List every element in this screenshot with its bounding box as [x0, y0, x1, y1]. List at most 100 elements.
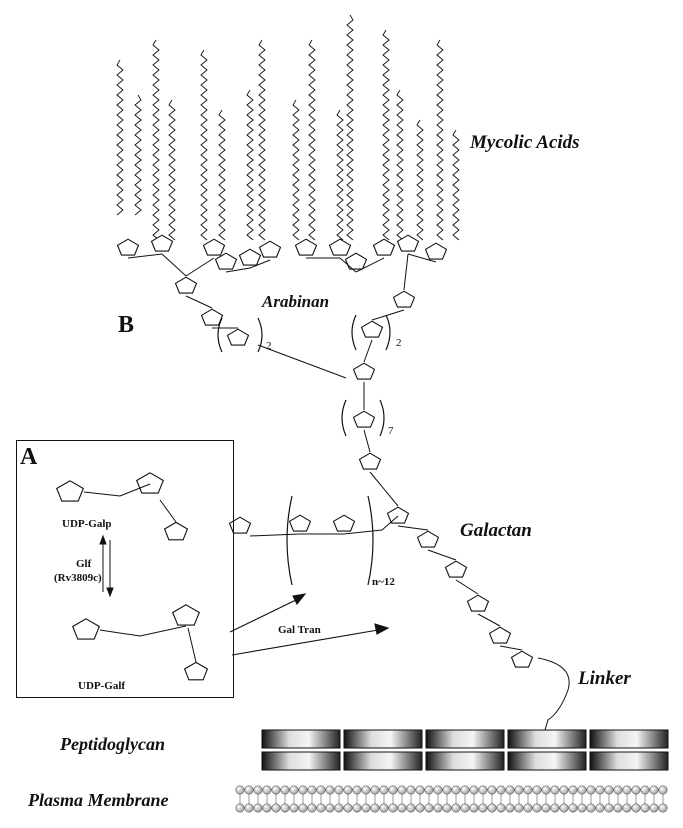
membrane-lipid-head	[298, 785, 308, 795]
rv3809c-label: (Rv3809c)	[54, 572, 102, 584]
linkage-line	[249, 533, 301, 537]
membrane-lipid-head	[523, 785, 533, 795]
furanose-ring	[172, 604, 200, 626]
membrane-lipid-head	[253, 803, 263, 813]
inset-bond	[119, 483, 151, 497]
peptidoglycan-block	[507, 751, 587, 771]
membrane-lipid-head	[334, 785, 344, 795]
furanose-ring	[488, 626, 512, 644]
membrane-lipid-head	[514, 803, 524, 813]
linkage-line	[185, 295, 213, 309]
membrane-lipid-head	[586, 785, 596, 795]
membrane-lipid-head	[388, 785, 398, 795]
peptidoglycan-block	[261, 751, 341, 771]
membrane-lipid-head	[469, 785, 479, 795]
furanose-ring	[202, 238, 226, 256]
furanose-ring	[183, 661, 209, 681]
membrane-lipid-head	[568, 785, 578, 795]
membrane-lipid-head	[271, 785, 281, 795]
membrane-lipid-head	[577, 803, 587, 813]
membrane-lipid-head	[622, 803, 632, 813]
linkage-line	[363, 429, 371, 453]
membrane-lipid-head	[631, 803, 641, 813]
peptidoglycan-block	[589, 751, 669, 771]
linkage-line	[127, 253, 163, 259]
mycolic-chain	[258, 39, 266, 241]
linkage-line	[455, 579, 479, 595]
mycolic-acid-chains	[116, 14, 460, 241]
furanose-ring	[116, 238, 140, 256]
peptidoglycan-block	[261, 729, 341, 749]
peptidoglycan-block	[343, 751, 423, 771]
membrane-lipid-head	[370, 803, 380, 813]
membrane-lipid-head	[415, 785, 425, 795]
furanose-ring	[163, 521, 189, 541]
membrane-lipid-head	[334, 803, 344, 813]
gal-tran-label: Gal Tran	[278, 624, 321, 636]
repeat-count-center: 7	[388, 425, 394, 437]
membrane-lipid-head	[577, 785, 587, 795]
membrane-lipid-head	[649, 803, 659, 813]
membrane-lipid-head	[442, 785, 452, 795]
linkage-line	[407, 253, 437, 263]
membrane-lipid-head	[433, 803, 443, 813]
furanose-ring	[352, 362, 376, 380]
membrane-lipid-head	[325, 803, 335, 813]
membrane-lipid-head	[289, 785, 299, 795]
mycolic-chain	[116, 59, 124, 216]
membrane-lipid-head	[559, 785, 569, 795]
furanose-ring	[238, 248, 262, 266]
membrane-lipid-head	[397, 785, 407, 795]
membrane-lipid-head	[550, 803, 560, 813]
membrane-lipid-head	[325, 785, 335, 795]
galactan-label: Galactan	[460, 520, 532, 541]
membrane-lipid-head	[262, 785, 272, 795]
membrane-lipid-head	[388, 803, 398, 813]
membrane-lipid-head	[343, 785, 353, 795]
mycolic-chain	[200, 49, 208, 241]
repeat-count-galactan: n~12	[372, 576, 395, 588]
mycolic-chain	[246, 89, 254, 241]
membrane-lipid-head	[298, 803, 308, 813]
membrane-lipid-head	[550, 785, 560, 795]
mycolic-chain	[416, 119, 424, 241]
peptidoglycan-block	[507, 729, 587, 749]
linkage-line	[339, 257, 357, 273]
membrane-lipid-head	[478, 803, 488, 813]
membrane-lipid-head	[442, 803, 452, 813]
membrane-lipid-head	[280, 785, 290, 795]
membrane-lipid-head	[604, 785, 614, 795]
udp-galf-label: UDP-Galf	[78, 680, 126, 692]
plasma-membrane-bilayer	[235, 785, 668, 813]
membrane-lipid-head	[307, 803, 317, 813]
furanose-ring	[332, 514, 356, 532]
membrane-lipid-head	[451, 785, 461, 795]
linkage-line	[161, 253, 187, 277]
membrane-lipid-head	[307, 785, 317, 795]
furanose-ring	[226, 328, 250, 346]
furanose-ring	[174, 276, 198, 294]
membrane-lipid-head	[433, 785, 443, 795]
linkage-line	[185, 257, 215, 277]
linkage-line	[371, 309, 405, 321]
membrane-lipid-head	[469, 803, 479, 813]
membrane-lipid-head	[244, 785, 254, 795]
mycolic-chain	[308, 39, 316, 241]
membrane-lipid-head	[478, 785, 488, 795]
udp-galp-label: UDP-Galp	[62, 518, 112, 530]
mycolic-chain	[152, 39, 160, 241]
inset-bond	[99, 629, 141, 637]
peptidoglycan-layer	[261, 729, 669, 771]
furanose-ring	[358, 452, 382, 470]
furanose-ring	[392, 290, 416, 308]
furanose-ring	[424, 242, 448, 260]
membrane-lipid-head	[235, 803, 245, 813]
furanose-ring	[72, 618, 100, 640]
membrane-lipid-head	[532, 785, 542, 795]
mycolic-chain	[382, 29, 390, 241]
membrane-lipid-head	[271, 803, 281, 813]
membrane-lipid-head	[496, 785, 506, 795]
arabinan-label: Arabinan	[262, 292, 330, 311]
membrane-lipid-head	[505, 803, 515, 813]
